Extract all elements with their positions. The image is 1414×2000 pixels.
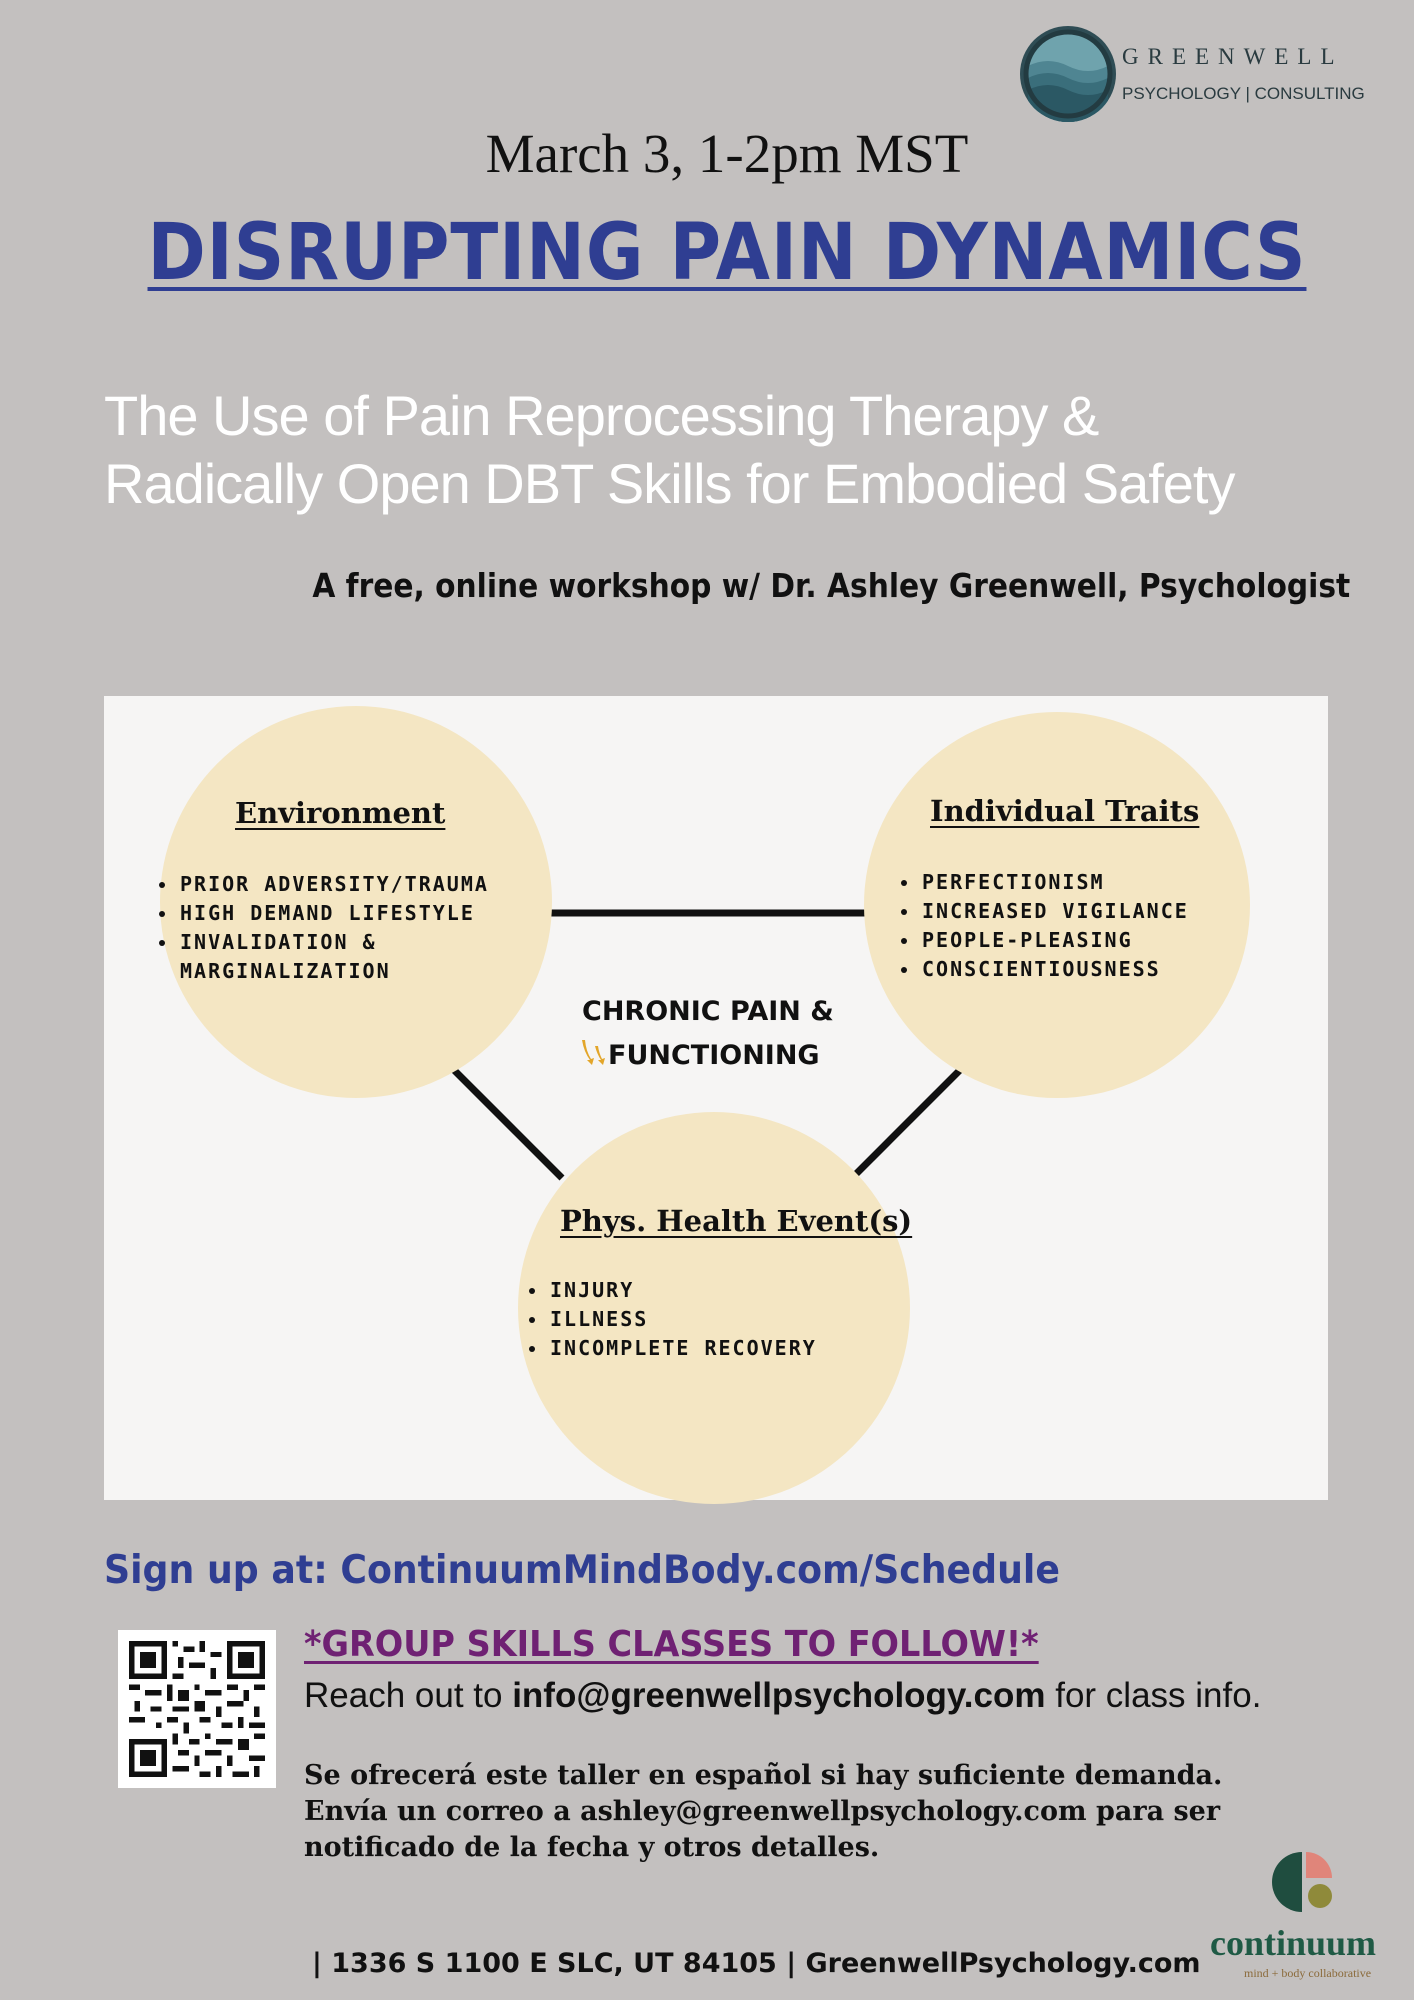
- continuum-name: continuum: [1210, 1923, 1377, 1963]
- connector-lines: [451, 909, 963, 1181]
- group-classes-heading: *GROUP SKILLS CLASSES TO FOLLOW!*: [304, 1624, 1039, 1665]
- list-item: HIGH DEMAND LIFESTYLE: [178, 899, 489, 928]
- environment-circle: [160, 706, 552, 1098]
- qr-code[interactable]: [118, 1630, 276, 1788]
- subtitle-line-1: The Use of Pain Reprocessing Therapy &: [104, 384, 1099, 447]
- contact-email-link[interactable]: info@greenwellpsychology.com: [512, 1676, 1046, 1715]
- spanish-line-1: Se ofrecerá este taller en español si ha…: [304, 1760, 1223, 1791]
- health-list: INJURY ILLNESS INCOMPLETE RECOVERY: [522, 1276, 817, 1363]
- logo-name: GREENWELL: [1122, 44, 1344, 69]
- list-item: INCOMPLETE RECOVERY: [548, 1334, 817, 1363]
- list-item: CONSCIENTIOUSNESS: [920, 955, 1189, 984]
- down-arrows-icon: [578, 1038, 608, 1073]
- traits-circle: [864, 712, 1250, 1098]
- contact-prefix: Reach out to: [304, 1676, 513, 1715]
- continuum-logo-icon: [1268, 1848, 1348, 1928]
- list-item: INCREASED VIGILANCE: [920, 897, 1189, 926]
- event-date: March 3, 1-2pm MST: [485, 123, 969, 184]
- signup-link[interactable]: Sign up at: ContinuumMindBody.com/Schedu…: [104, 1548, 1060, 1593]
- spanish-line-3: notificado de la fecha y otros detalles.: [304, 1832, 880, 1863]
- subtitle: The Use of Pain Reprocessing Therapy & R…: [104, 382, 1404, 518]
- center-label-text: FUNCTIONING: [608, 1040, 820, 1071]
- list-item: PRIOR ADVERSITY/TRAUMA: [178, 870, 489, 899]
- contact-line: Reach out to info@greenwellpsychology.co…: [304, 1676, 1261, 1716]
- tagline: A free, online workshop w/ Dr. Ashley Gr…: [312, 566, 1350, 605]
- page-title: DISRUPTING PAIN DYNAMICS: [147, 208, 1307, 298]
- traits-list: PERFECTIONISM INCREASED VIGILANCE PEOPLE…: [894, 868, 1189, 984]
- center-label-line-2: FUNCTIONING: [578, 1038, 820, 1073]
- greenwell-logo-icon: [1020, 26, 1116, 122]
- list-item: PERFECTIONISM: [920, 868, 1189, 897]
- list-item: INJURY: [548, 1276, 817, 1305]
- list-item: ILLNESS: [548, 1305, 817, 1334]
- footer-address: | 1336 S 1100 E SLC, UT 84105 | Greenwel…: [312, 1948, 1201, 1979]
- health-circle: [518, 1112, 910, 1504]
- spanish-note: Se ofrecerá este taller en español si ha…: [304, 1758, 1384, 1866]
- continuum-subtitle: mind + body collaborative: [1244, 1966, 1372, 1980]
- list-item: INVALIDATION &: [178, 928, 489, 957]
- list-item: PEOPLE-PLEASING: [920, 926, 1189, 955]
- diagram-panel: Environment PRIOR ADVERSITY/TRAUMA HIGH …: [104, 696, 1328, 1504]
- traits-title: Individual Traits: [930, 794, 1200, 828]
- logo-subtitle: PSYCHOLOGY | CONSULTING: [1122, 84, 1365, 103]
- health-title: Phys. Health Event(s): [560, 1204, 913, 1238]
- environment-list: PRIOR ADVERSITY/TRAUMA HIGH DEMAND LIFES…: [152, 870, 489, 986]
- spanish-line-2: Envía un correo a ashley@greenwellpsycho…: [304, 1796, 1221, 1827]
- subtitle-line-2: Radically Open DBT Skills for Embodied S…: [104, 452, 1235, 515]
- center-label-line-1: CHRONIC PAIN &: [582, 996, 834, 1027]
- list-item-continuation: MARGINALIZATION: [180, 959, 391, 983]
- environment-title: Environment: [235, 796, 446, 830]
- contact-suffix: for class info.: [1045, 1676, 1262, 1715]
